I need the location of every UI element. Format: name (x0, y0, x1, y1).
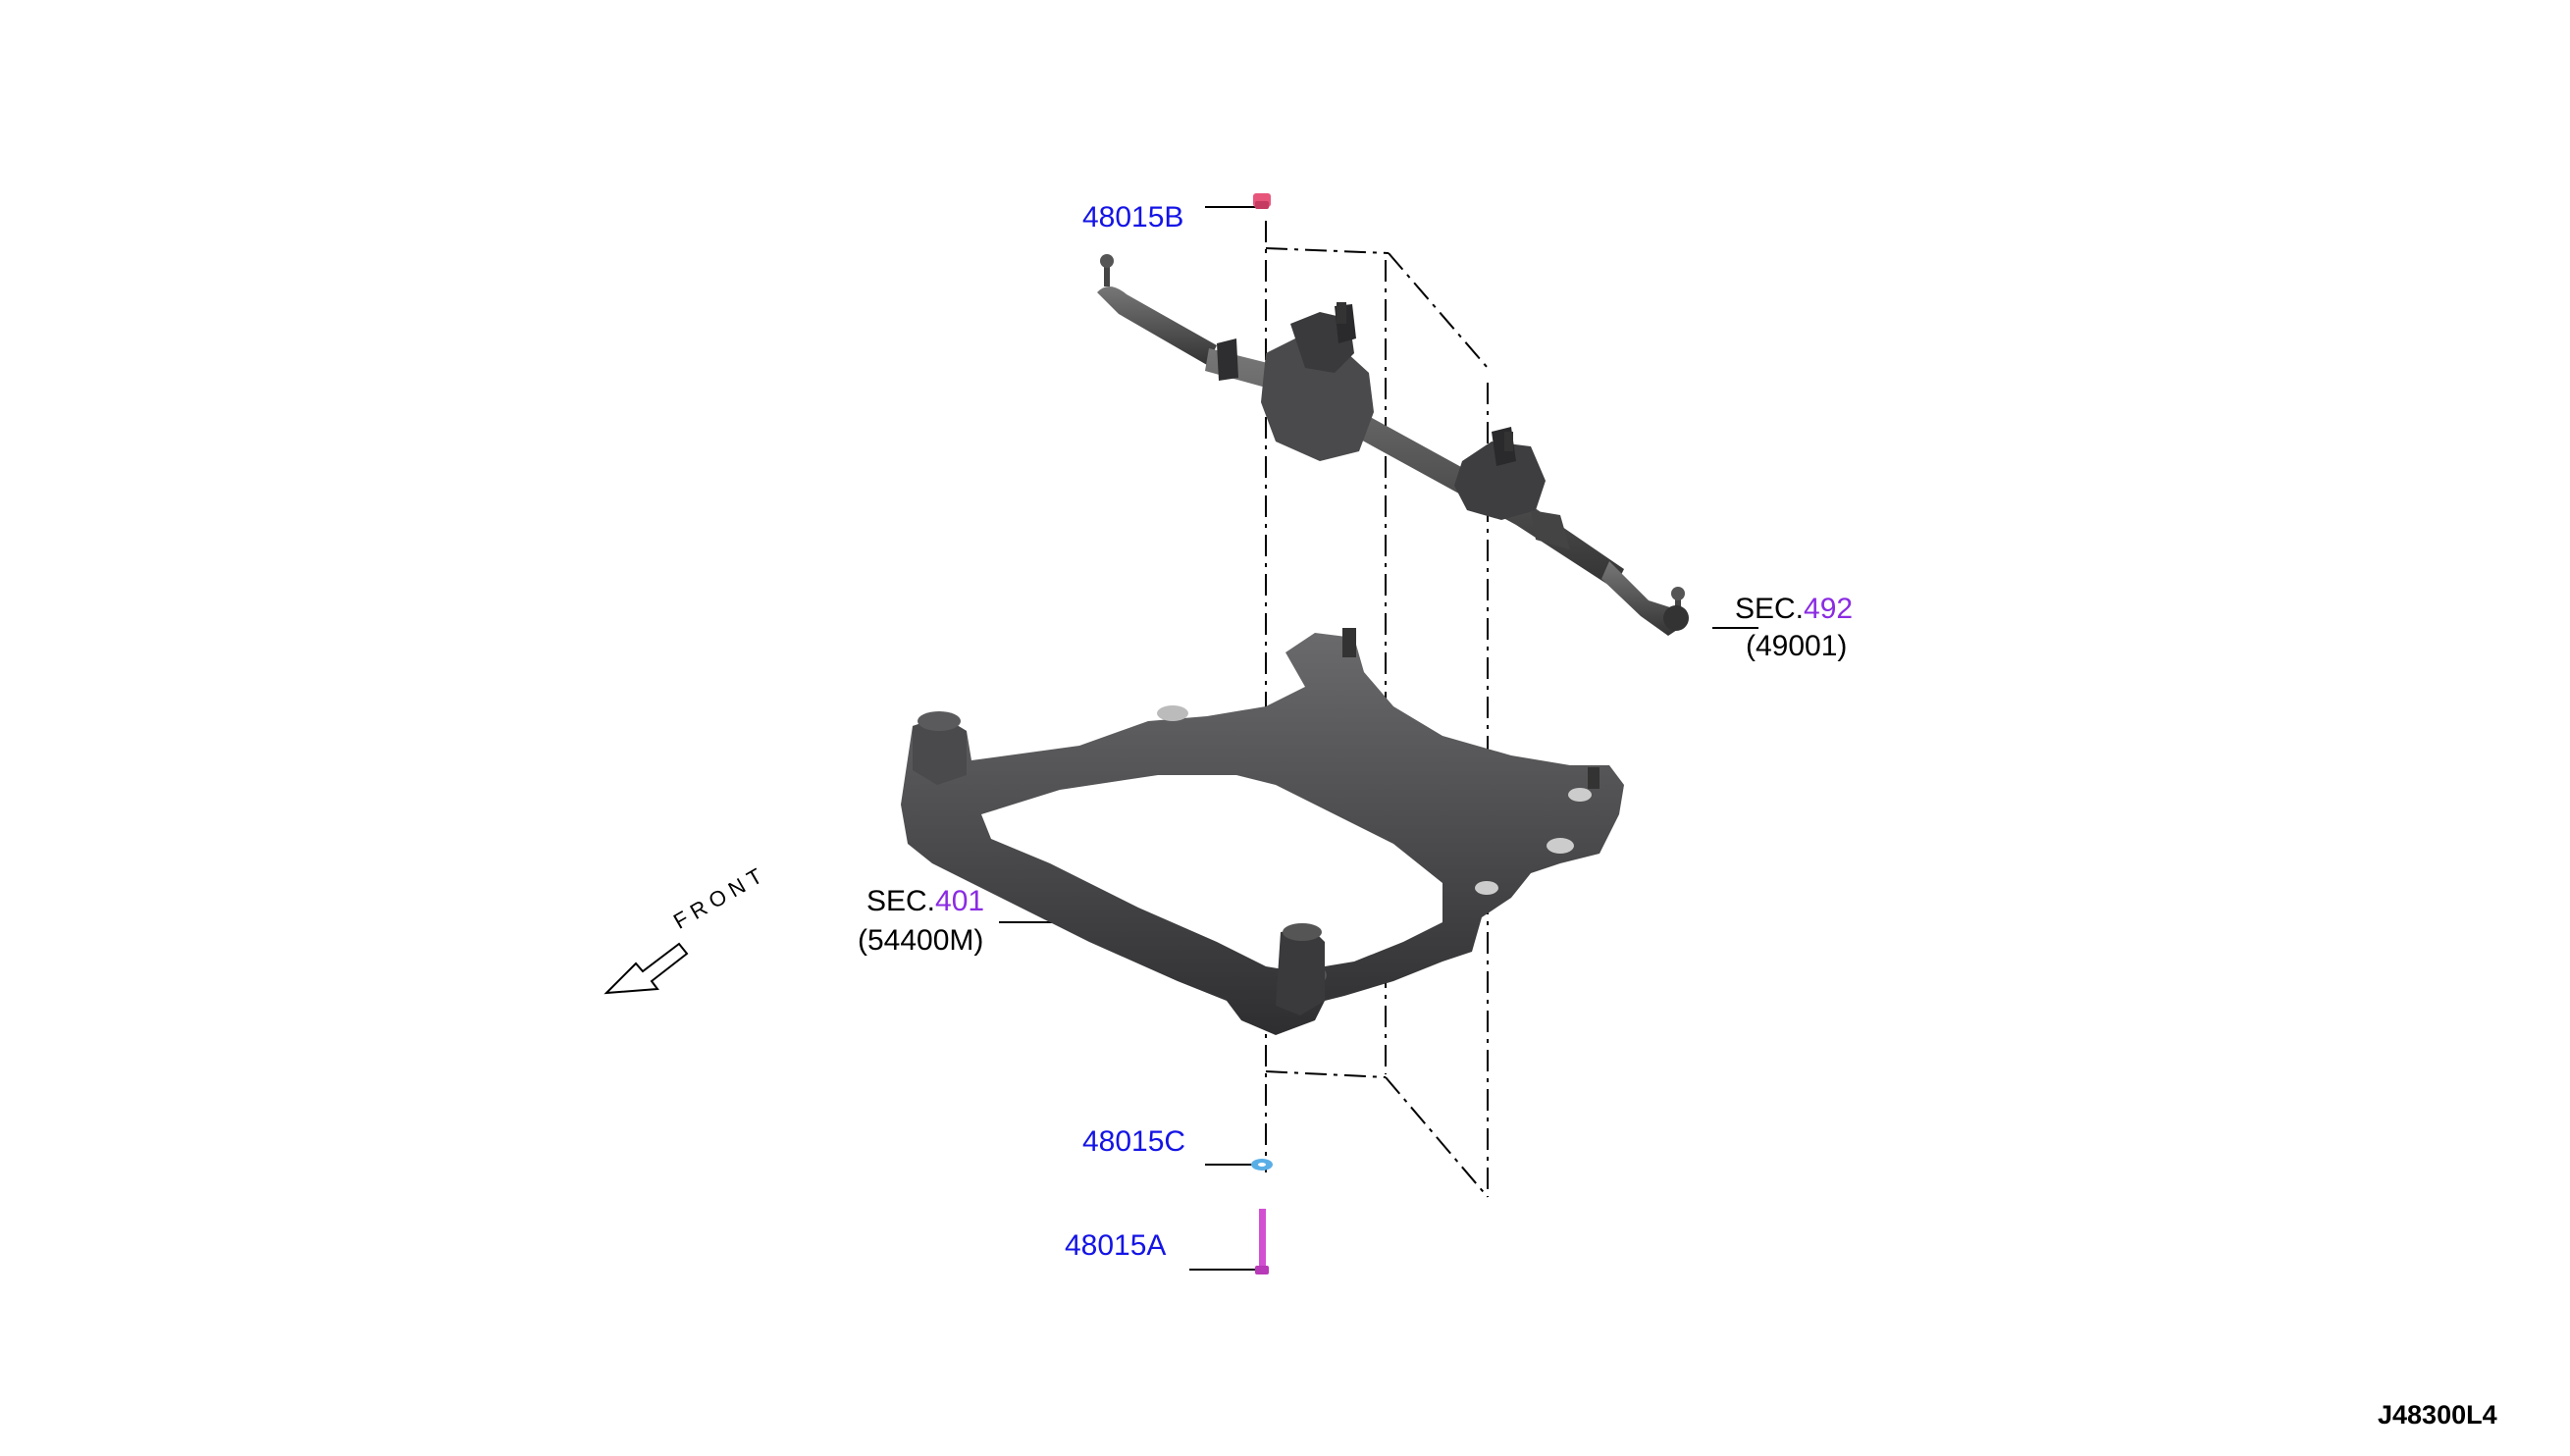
section-sub-text: (54400M) (858, 924, 984, 957)
part-label-48015c[interactable]: 48015C (1082, 1125, 1185, 1159)
section-sub-text: (49001) (1746, 630, 1848, 662)
section-sub-49001: (49001) (1746, 630, 1847, 663)
section-number[interactable]: 401 (935, 885, 985, 917)
part-label-48015b[interactable]: 48015B (1082, 201, 1183, 234)
part-number-text[interactable]: 48015B (1082, 201, 1184, 234)
part-label-48015a[interactable]: 48015A (1065, 1229, 1166, 1263)
section-link-492[interactable]: SEC.492 (1735, 593, 1853, 626)
washer-48015c (1251, 1159, 1273, 1170)
part-number-text[interactable]: 48015A (1065, 1229, 1167, 1262)
diagram-code-text: J48300L4 (2378, 1400, 2497, 1430)
part-number-text[interactable]: 48015C (1082, 1125, 1186, 1158)
section-prefix: SEC. (866, 885, 936, 917)
section-number[interactable]: 492 (1804, 593, 1854, 625)
diagram-code: J48300L4 (2378, 1400, 2497, 1430)
section-prefix: SEC. (1735, 593, 1805, 625)
section-sub-54400m: (54400M) (858, 924, 983, 958)
bolt-48015a (1255, 1209, 1269, 1274)
nut-48015b (1253, 193, 1271, 209)
section-link-401[interactable]: SEC.401 (866, 885, 984, 918)
steering-rack-illustration (1097, 254, 1689, 636)
subframe-illustration (901, 628, 1624, 1035)
front-arrow-icon (603, 942, 689, 995)
